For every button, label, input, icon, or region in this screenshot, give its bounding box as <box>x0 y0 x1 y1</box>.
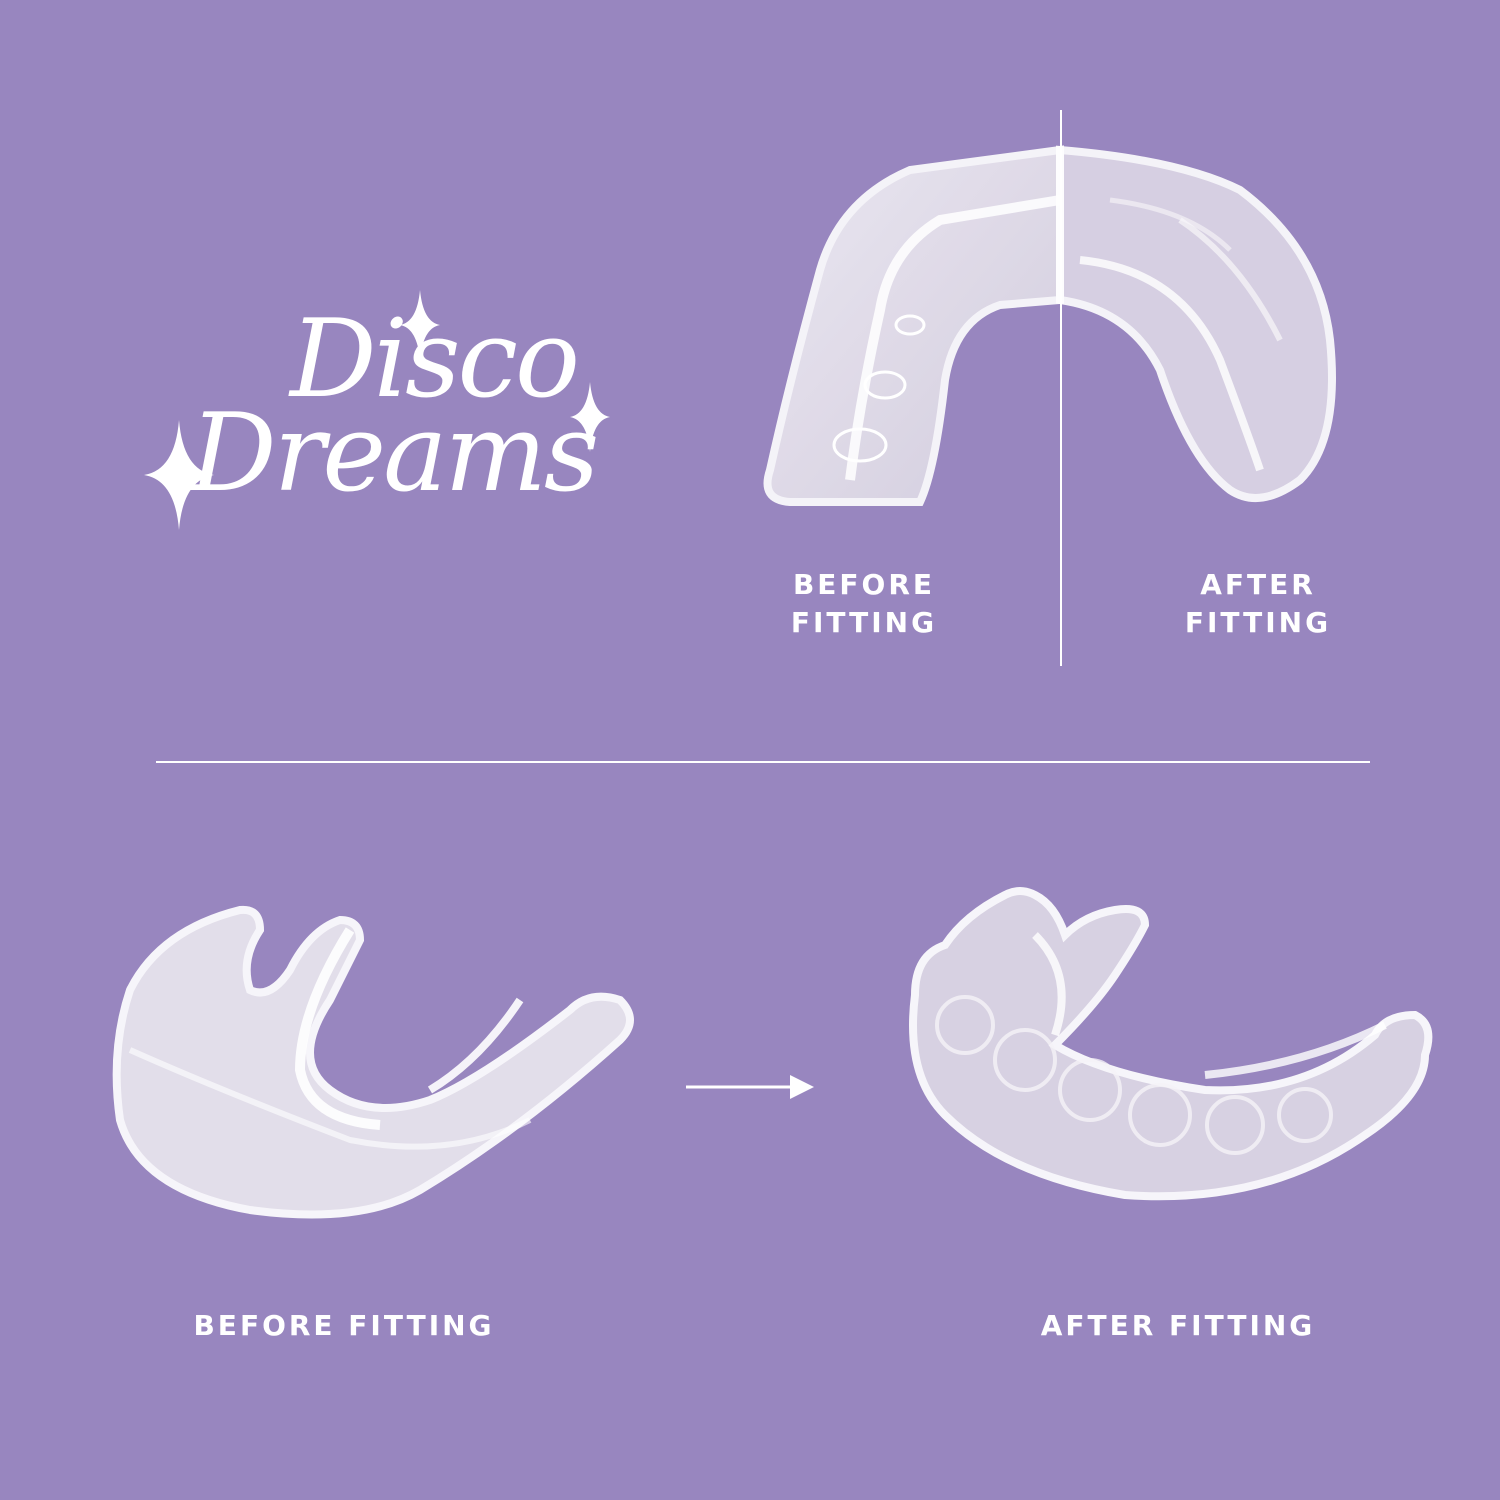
sparkle-icon <box>144 420 214 530</box>
mouthguard-before-after-image <box>763 145 1336 506</box>
top-before-label-line1: BEFORE <box>792 568 936 601</box>
sparkle-icon <box>400 290 440 360</box>
brand-logo: Disco Dreams <box>144 290 620 530</box>
top-after-label-line1: AFTER <box>1200 568 1316 601</box>
top-after-label-line2: FITTING <box>1184 606 1332 639</box>
bottom-before-label: BEFORE FITTING <box>193 1309 495 1342</box>
mouthguard-after-image <box>909 887 1433 1201</box>
top-before-label-line2: FITTING <box>790 606 938 639</box>
horizontal-divider <box>156 761 1370 763</box>
vertical-divider <box>1060 110 1062 666</box>
top-before-label: BEFORE FITTING <box>764 566 964 642</box>
bottom-after-label: AFTER FITTING <box>1040 1309 1316 1342</box>
brand-logo-line2: Dreams <box>190 391 599 516</box>
sparkle-icon <box>570 382 610 452</box>
arrow-right-icon <box>686 1075 814 1099</box>
top-after-label: AFTER FITTING <box>1158 566 1358 642</box>
mouthguard-before-image <box>112 905 634 1219</box>
